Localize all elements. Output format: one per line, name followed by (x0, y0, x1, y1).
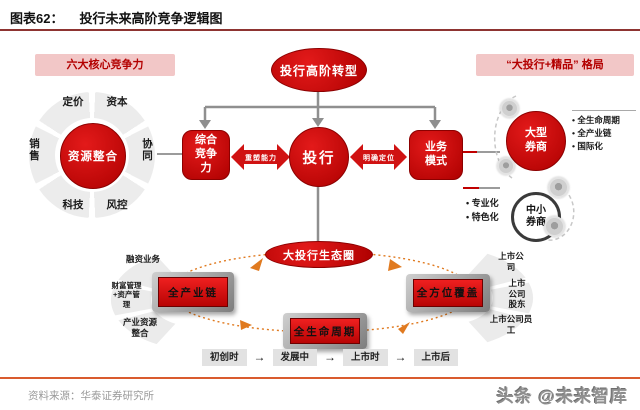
box-full-lifecycle: 全生命周期 (283, 313, 367, 349)
service-wealth-asset-management: 财富管理+资产管理 (111, 281, 142, 309)
footer-divider (0, 377, 640, 379)
client-listed-company: 上市公司 (498, 251, 524, 272)
figure-header: 图表62： 投行未来高阶竞争逻辑图 (10, 8, 222, 27)
lifecycle-stages: 初创时 → 发展中 → 上市时 → 上市后 (202, 349, 459, 366)
gear-badge-icon (548, 177, 569, 198)
node-comprehensive-competitiveness: 综合竞争力 (182, 130, 230, 180)
node-large-broker: 大型券商 (506, 111, 566, 171)
large-broker-point: 全产业链 (572, 127, 636, 140)
gear-badge-icon (500, 99, 519, 118)
client-listed-company-shareholders: 上市公司股东 (508, 278, 526, 310)
small-broker-point: 专业化 (466, 197, 510, 211)
header-divider (0, 29, 640, 31)
wheel-segment-pricing: 定价 (62, 96, 84, 108)
stage-growth: 发展中 (272, 349, 318, 366)
service-industry-resource-integration: 产业资源整合 (122, 317, 157, 338)
stage-ipo: 上市时 (343, 349, 388, 366)
large-broker-points: 全生命周期 全产业链 国际化 (572, 110, 636, 152)
edge-label-clarify-positioning: 明确定位 (363, 155, 395, 162)
arrow-right-icon: → (324, 350, 337, 364)
client-listed-company-employees: 上市公司员工 (489, 314, 533, 335)
large-broker-point: 全生命周期 (572, 114, 636, 127)
right-section-label: “大投行+精品” 格局 (476, 54, 634, 76)
node-ecosystem-hub: 大投行生态圈 (265, 241, 373, 268)
source-note: 资料来源：华泰证券研究所 (28, 390, 154, 402)
large-broker-point: 国际化 (572, 140, 636, 153)
node-investment-bank: 投行 (289, 127, 349, 187)
figure-label: 图表62： (10, 11, 64, 26)
wheel-segment-risk: 风控 (106, 199, 128, 211)
wheel-segment-tech: 科技 (62, 199, 84, 211)
wheel-segment-capital: 资本 (106, 96, 128, 108)
wheel-segment-synergy: 协同 (142, 138, 153, 163)
edge-label-reshape-capability: 重塑能力 (245, 155, 277, 162)
gear-badge-icon (497, 157, 515, 175)
small-broker-points: 专业化 特色化 (466, 197, 510, 224)
box-full-industry-chain: 全产业链 (152, 272, 234, 312)
wheel-center-node: 资源整合 (60, 123, 126, 189)
wheel-segment-sales: 销售 (29, 138, 40, 163)
stage-startup: 初创时 (202, 349, 247, 366)
service-financing: 融资业务 (125, 254, 160, 264)
arrow-right-icon: → (394, 350, 407, 364)
stage-post-ipo: 上市后 (413, 349, 459, 366)
watermark-logo: 头条 @未来智库 (496, 387, 628, 406)
arrow-right-icon: → (253, 350, 266, 364)
box-full-coverage: 全方位覆盖 (406, 274, 490, 312)
top-node-transformation: 投行高阶转型 (271, 48, 367, 92)
left-section-label: 六大核心竞争力 (35, 54, 175, 76)
gear-badge-icon (544, 216, 565, 237)
small-broker-point: 特色化 (466, 211, 510, 225)
node-business-model: 业务模式 (409, 130, 463, 180)
figure-title: 投行未来高阶竞争逻辑图 (79, 11, 223, 26)
